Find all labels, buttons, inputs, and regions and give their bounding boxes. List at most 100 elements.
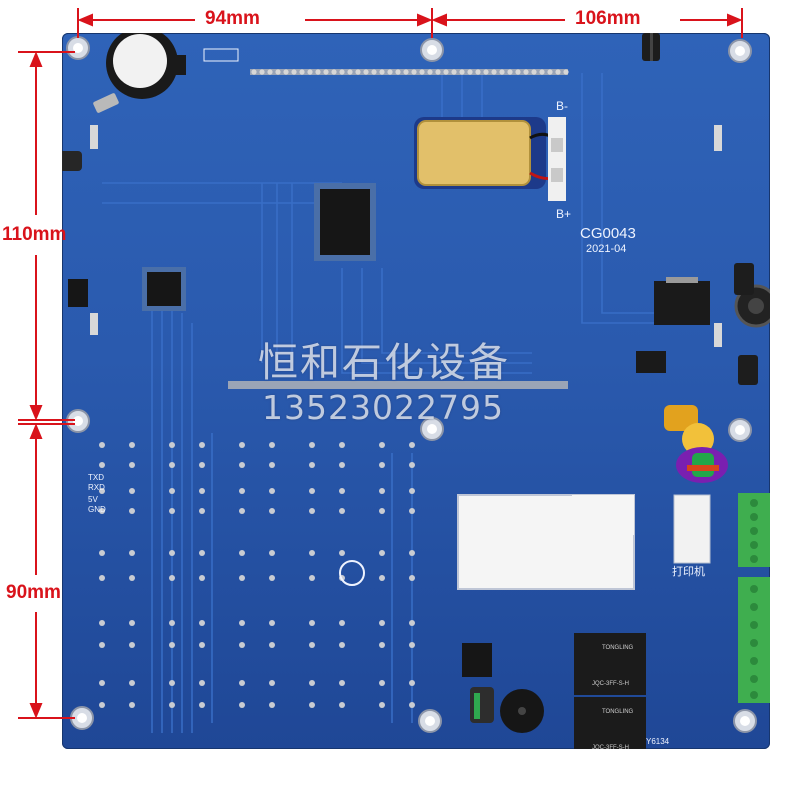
- secondary-chip: [142, 267, 186, 311]
- solder-joint: [99, 462, 105, 468]
- terminal-screw: [750, 675, 758, 683]
- header-pin: [523, 69, 529, 75]
- terminal-screw: [750, 555, 758, 563]
- solder-joint: [99, 550, 105, 556]
- solder-joint: [269, 550, 275, 556]
- solder-joint: [409, 680, 415, 686]
- watermark-company: 恒和石化设备: [258, 340, 510, 386]
- solder-joint: [99, 442, 105, 448]
- header-pin: [371, 69, 377, 75]
- solder-joint: [169, 702, 175, 708]
- solder-joint: [409, 702, 415, 708]
- solder-joint: [199, 508, 205, 514]
- solder-joint: [239, 680, 245, 686]
- header-pin: [267, 69, 273, 75]
- solder-joint: [129, 488, 135, 494]
- solder-joint: [379, 488, 385, 494]
- solder-joint: [169, 462, 175, 468]
- header-pin: [483, 69, 489, 75]
- uart-header: [68, 279, 88, 307]
- solder-joint: [199, 550, 205, 556]
- relay-brand-2: TONGLING: [602, 709, 634, 715]
- terminal-screw: [750, 639, 758, 647]
- solder-joint: [169, 442, 175, 448]
- header-pin: [331, 69, 337, 75]
- solder-joint: [339, 442, 345, 448]
- solder-joint: [169, 620, 175, 626]
- battery-minus-label: B-: [556, 99, 568, 113]
- solder-joint: [409, 462, 415, 468]
- solder-joint: [409, 642, 415, 648]
- solder-joint: [239, 442, 245, 448]
- header-pin: [419, 69, 425, 75]
- relays: [574, 633, 646, 749]
- header-pin: [283, 69, 289, 75]
- header-pin: [379, 69, 385, 75]
- uart-label-5v: 5V: [88, 495, 98, 504]
- header-pin: [339, 69, 345, 75]
- solder-joint: [409, 508, 415, 514]
- solder-joint: [239, 642, 245, 648]
- header-pin: [555, 69, 561, 75]
- header-pin: [395, 69, 401, 75]
- solder-joint: [409, 442, 415, 448]
- header-pin: [475, 69, 481, 75]
- solder-joint: [309, 702, 315, 708]
- pcb-board: CG0043 2021-04 B- B+ TXD RXD 5V GND 打印机 …: [62, 33, 770, 749]
- header-pin: [251, 69, 257, 75]
- solder-joint: [239, 462, 245, 468]
- header-pin: [491, 69, 497, 75]
- solder-joint: [379, 680, 385, 686]
- header-pin: [323, 69, 329, 75]
- solder-joint: [269, 488, 275, 494]
- solder-joint: [269, 462, 275, 468]
- electrolytic-capacitor-top: [642, 33, 660, 61]
- solder-joint: [99, 575, 105, 581]
- board-date-label: 2021-04: [586, 243, 627, 255]
- solder-joint: [99, 702, 105, 708]
- solder-joint: [339, 488, 345, 494]
- solder-joint: [239, 575, 245, 581]
- solder-joint: [409, 620, 415, 626]
- header-pin: [531, 69, 537, 75]
- header-pin: [347, 69, 353, 75]
- solder-joint: [379, 620, 385, 626]
- solder-joint: [169, 488, 175, 494]
- solder-joint: [239, 550, 245, 556]
- dimension-top-right: 106mm: [575, 8, 641, 29]
- white-connector: [673, 494, 711, 564]
- solder-joint: [199, 575, 205, 581]
- watermark-phone: 13523022795: [262, 388, 504, 427]
- solder-joint: [169, 508, 175, 514]
- solder-joint: [99, 488, 105, 494]
- header-pin: [507, 69, 513, 75]
- solder-joint: [129, 442, 135, 448]
- voltage-regulator: [654, 277, 710, 325]
- header-pin: [307, 69, 313, 75]
- header-pin: [355, 69, 361, 75]
- solder-joint: [309, 442, 315, 448]
- terminal-screw: [750, 499, 758, 507]
- pcb-artwork: [62, 33, 770, 749]
- solder-joint: [269, 575, 275, 581]
- header-pin: [275, 69, 281, 75]
- uart-label-txd: TXD: [88, 473, 104, 482]
- solder-joint: [409, 550, 415, 556]
- main-mcu-chip: [314, 183, 376, 261]
- solder-joint: [99, 680, 105, 686]
- solder-joint: [269, 680, 275, 686]
- uart-label-rxd: RXD: [88, 483, 105, 492]
- header-pin: [299, 69, 305, 75]
- solder-joint: [339, 680, 345, 686]
- board-model-label: CG0043: [580, 225, 636, 242]
- terminal-screw: [750, 657, 758, 665]
- solder-joint: [379, 702, 385, 708]
- solder-joint: [99, 620, 105, 626]
- dimension-left-lower: 90mm: [6, 582, 61, 603]
- battery-plus-label: B+: [556, 207, 572, 221]
- solder-joint: [129, 462, 135, 468]
- terminal-screw: [750, 691, 758, 699]
- terminal-screw: [750, 603, 758, 611]
- solder-joint: [339, 462, 345, 468]
- solder-joint: [239, 508, 245, 514]
